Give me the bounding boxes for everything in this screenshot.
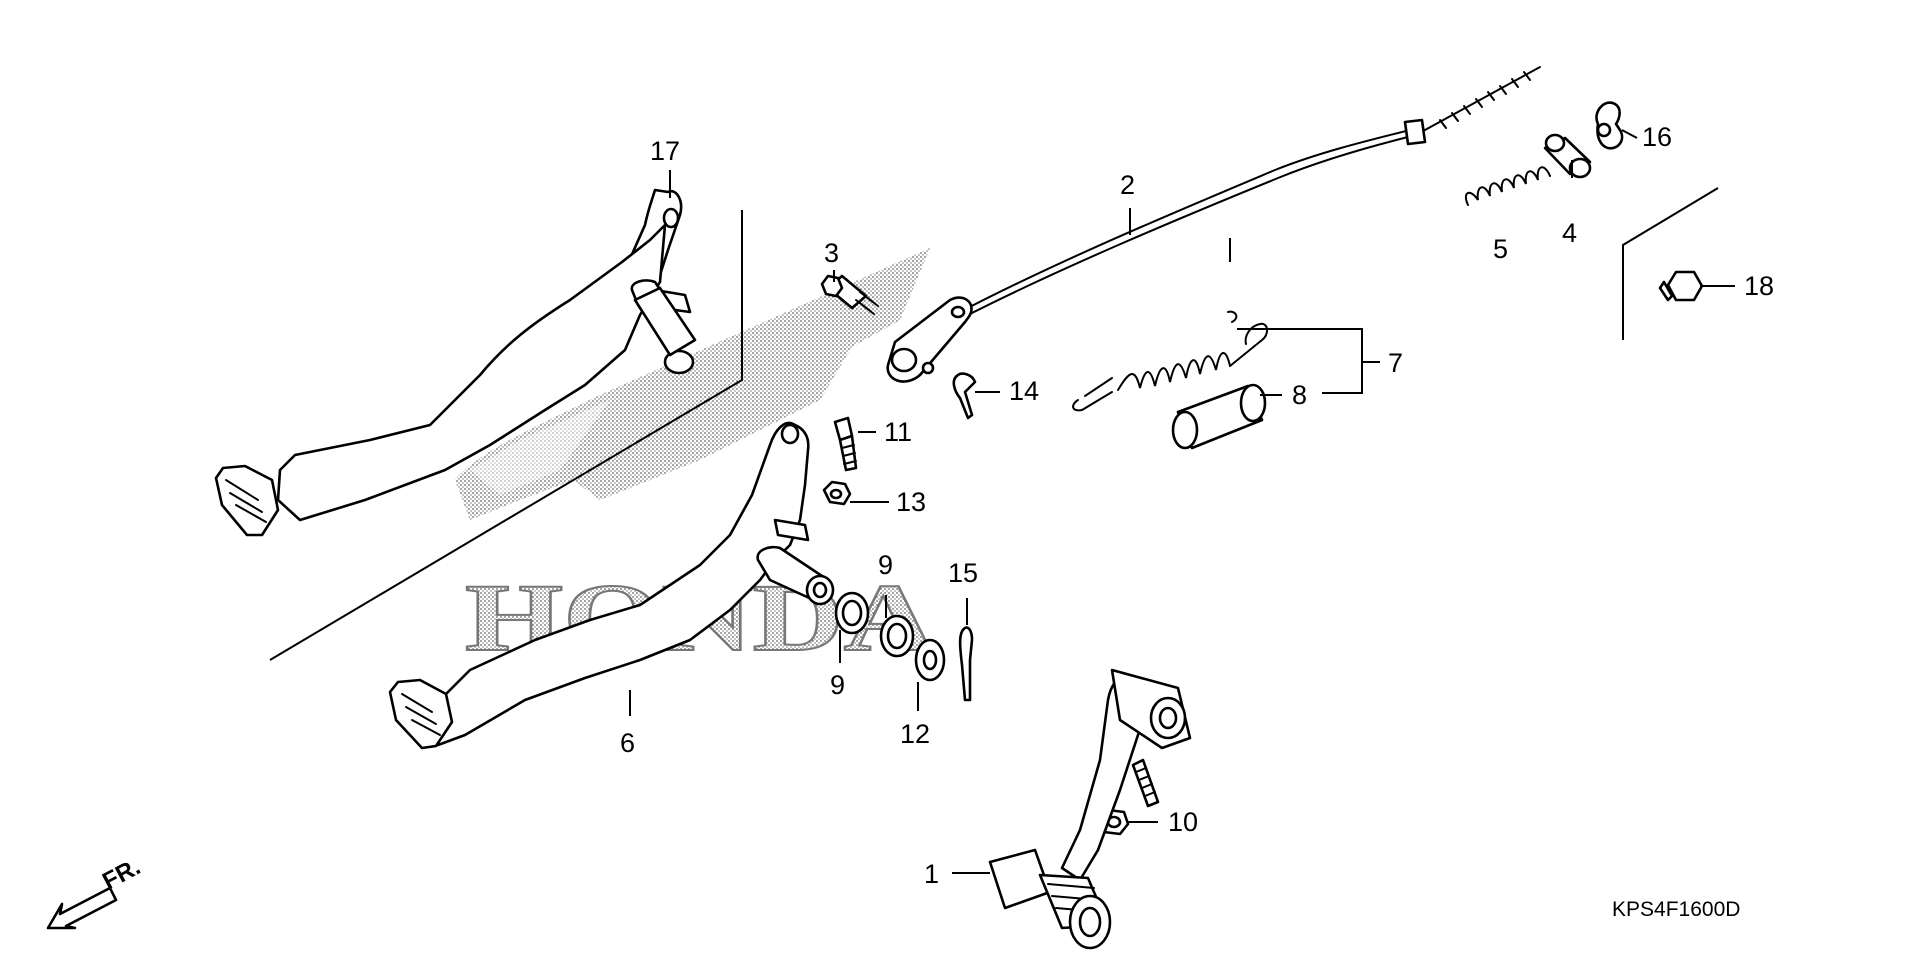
washer-12 (914, 638, 946, 682)
cotter-pin-15 (958, 626, 974, 702)
callout-15: 15 (948, 558, 978, 588)
brake-pedal-lower (388, 421, 835, 750)
return-spring-7 (1072, 310, 1268, 412)
brake-pedal-upper (214, 188, 697, 537)
callout-1: 1 (924, 859, 939, 889)
callout-9b: 9 (830, 670, 845, 700)
callout-6: 6 (620, 728, 635, 758)
cotter-pin-14 (952, 372, 977, 420)
callout-17: 17 (650, 136, 680, 166)
callout-11: 11 (884, 417, 912, 447)
callout-3: 3 (824, 238, 839, 268)
callout-9a: 9 (878, 550, 893, 580)
seal-9-left (834, 591, 870, 635)
bolt-11 (833, 416, 858, 472)
spring-5 (1464, 166, 1551, 206)
shift-pedal-1 (988, 668, 1192, 950)
callouts: 1 2 3 4 5 6 7 8 9 9 10 11 12 13 14 15 16… (620, 122, 1774, 889)
callout-8: 8 (1292, 380, 1307, 410)
callout-13: 13 (896, 487, 926, 517)
callout-18: 18 (1744, 271, 1774, 301)
joint-4 (1543, 133, 1592, 179)
diagram-code: KPS4F1600D (1612, 898, 1740, 921)
nut-18 (1658, 270, 1704, 302)
callout-5: 5 (1493, 234, 1508, 264)
sleeve-8 (1171, 383, 1267, 450)
callout-12: 12 (900, 719, 930, 749)
leader-lines (629, 129, 1735, 874)
seal-9-right (879, 614, 915, 658)
callout-14: 14 (1009, 376, 1039, 406)
callout-7: 7 (1388, 348, 1403, 378)
callout-16: 16 (1642, 122, 1672, 152)
direction-label: FR. (98, 853, 145, 895)
nut-13 (822, 480, 852, 506)
frame-outline (269, 187, 1719, 661)
front-direction-arrow-icon: FR. (46, 853, 145, 930)
wing-nut-16 (1595, 101, 1624, 150)
callout-2: 2 (1120, 170, 1135, 200)
callout-10: 10 (1168, 807, 1198, 837)
brake-rod (886, 66, 1541, 383)
callout-4: 4 (1562, 218, 1577, 248)
bolt-3 (820, 274, 879, 315)
